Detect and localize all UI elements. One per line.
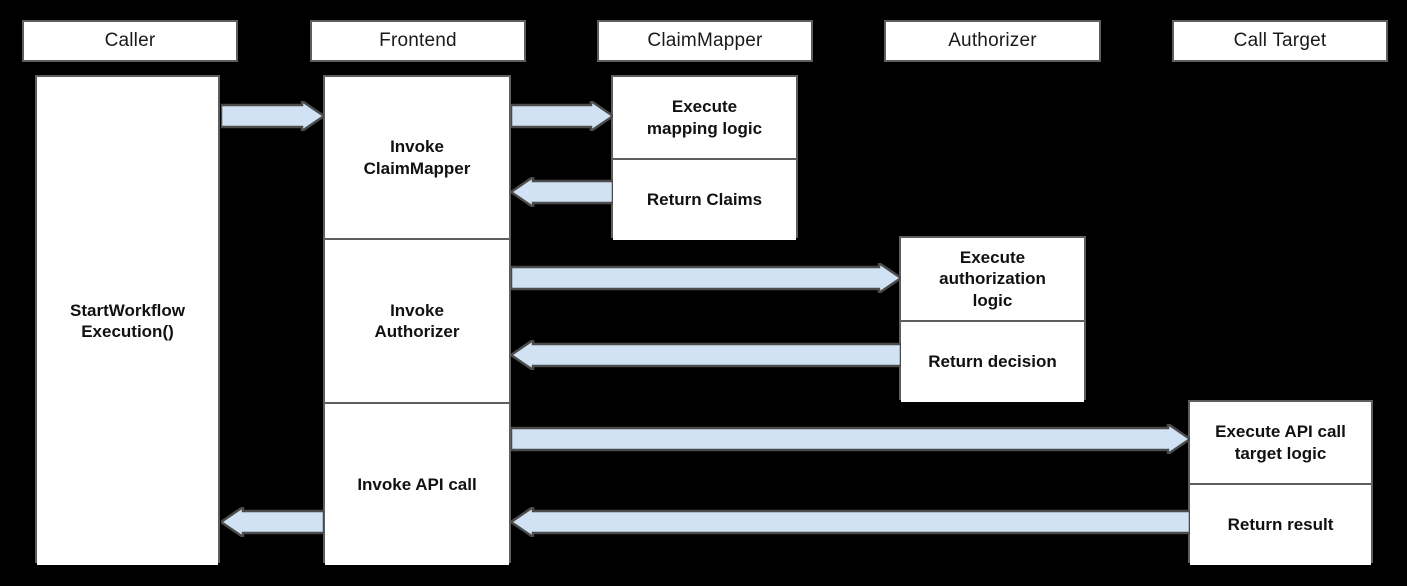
activation-segment: Invoke API call xyxy=(325,402,509,565)
message-arrow-frontend-to-calltarget xyxy=(511,424,1190,454)
message-arrow-calltarget-to-frontend xyxy=(511,507,1190,537)
participant-header-frontend: Frontend xyxy=(310,20,526,62)
message-arrow-frontend-to-claimmapper xyxy=(511,101,613,131)
message-arrow-frontend-to-authorizer xyxy=(511,263,901,293)
participant-header-call-target: Call Target xyxy=(1172,20,1388,62)
message-arrow-authorizer-to-frontend xyxy=(511,340,901,370)
participant-header-caller: Caller xyxy=(22,20,238,62)
activation-segment: Return result xyxy=(1190,483,1371,565)
participant-header-authorizer: Authorizer xyxy=(884,20,1101,62)
activation-segment: Return Claims xyxy=(613,158,796,240)
participant-header-claimmapper: ClaimMapper xyxy=(597,20,813,62)
message-arrow-frontend-to-caller xyxy=(221,507,324,537)
message-arrow-caller-to-frontend xyxy=(221,101,324,131)
activation-segment: Return decision xyxy=(901,320,1084,402)
message-arrow-claimmapper-to-frontend xyxy=(511,177,613,207)
